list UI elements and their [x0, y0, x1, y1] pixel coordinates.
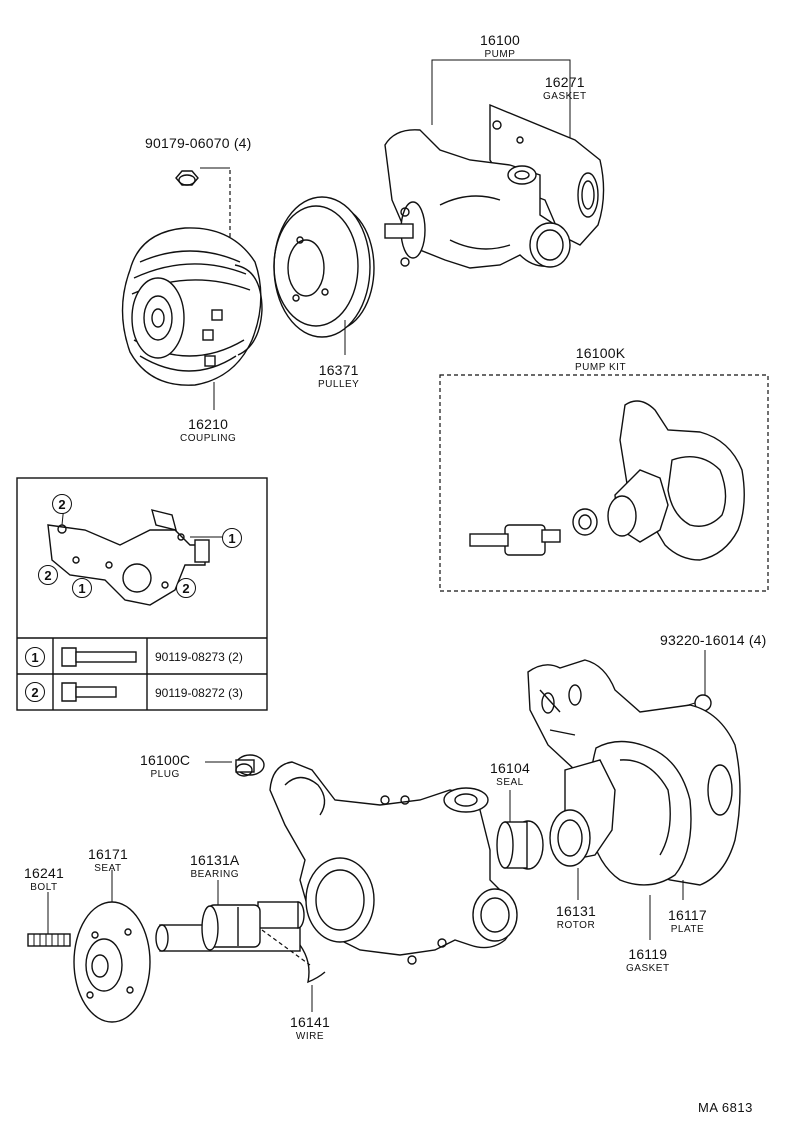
- part-number: 16171: [88, 846, 128, 862]
- label-plate: 16117 PLATE: [668, 907, 707, 935]
- part-number: 16100K: [575, 345, 626, 361]
- label-rotor: 16131 ROTOR: [556, 903, 596, 931]
- part-name: BEARING: [190, 869, 239, 880]
- marker-two: 2: [52, 494, 72, 514]
- table-row-marker: 1: [25, 647, 45, 667]
- label-bolt: 16241 BOLT: [24, 865, 64, 893]
- diagram-code: MA 6813: [698, 1100, 753, 1115]
- part-number: 16371: [318, 362, 359, 378]
- label-90179: 90179-06070 (4): [145, 135, 252, 151]
- part-number: 16210: [188, 416, 229, 432]
- table-row-marker: 2: [25, 682, 45, 702]
- part-number: 16131: [556, 903, 596, 919]
- part-number: 16100: [480, 32, 520, 48]
- seat-drawing: [73, 870, 151, 1023]
- pump-kit-box: [439, 374, 769, 592]
- label-wire: 16141 WIRE: [290, 1014, 330, 1042]
- marker-one: 1: [222, 528, 242, 548]
- part-number: 16131A: [190, 852, 240, 868]
- label-pump: 16100 PUMP: [480, 32, 520, 60]
- wire-drawing: [261, 929, 326, 1012]
- part-number: 16141: [290, 1014, 330, 1030]
- part-name: BOLT: [30, 882, 58, 893]
- label-pump-kit: 16100K PUMP KIT: [575, 345, 626, 373]
- part-name: GASKET: [543, 91, 587, 102]
- label-seal: 16104 SEAL: [490, 760, 530, 788]
- plate-gasket-drawing: [527, 659, 741, 940]
- label-plug: 16100C PLUG: [140, 752, 190, 780]
- bearing-drawing: [155, 880, 305, 952]
- part-number: 16241: [24, 865, 64, 881]
- part-name: PULLEY: [318, 379, 360, 390]
- label-gasket-lower: 16119 GASKET: [626, 946, 670, 974]
- pump-drawing: [384, 103, 605, 269]
- plug-drawing: [205, 754, 265, 777]
- bolt-drawing: [27, 892, 71, 947]
- pump-body-drawing: [269, 761, 518, 965]
- part-number: 16117: [668, 907, 707, 923]
- label-gasket-top: 16271 GASKET: [543, 74, 587, 102]
- label-93220: 93220-16014 (4): [660, 632, 767, 648]
- nut-90179-drawing: [175, 167, 231, 262]
- pump-leader: [431, 59, 571, 140]
- label-leaders: [213, 320, 346, 410]
- stud-93220-drawing: [664, 650, 712, 713]
- label-seat: 16171 SEAT: [88, 846, 128, 874]
- part-number: 16100C: [140, 752, 191, 768]
- part-name: SEAL: [496, 777, 524, 788]
- part-name: PUMP: [484, 49, 516, 60]
- part-number: 16119: [628, 946, 668, 962]
- part-name: WIRE: [295, 1031, 325, 1042]
- part-name: COUPLING: [180, 433, 237, 444]
- part-number: 16271: [544, 74, 585, 90]
- part-name: PLUG: [150, 769, 180, 780]
- marker-two: 2: [38, 565, 58, 585]
- label-coupling: 16210 COUPLING: [180, 416, 236, 444]
- part-name: SEAT: [94, 863, 122, 874]
- bolt-inset: [16, 477, 268, 711]
- part-name: ROTOR: [556, 920, 596, 931]
- pulley-drawing: [273, 196, 375, 338]
- part-name: PUMP KIT: [575, 362, 627, 373]
- label-pulley: 16371 PULLEY: [318, 362, 359, 390]
- seal-drawing: [496, 790, 544, 870]
- table-row-part: 90119-08273 (2): [155, 650, 243, 664]
- label-bearing: 16131A BEARING: [190, 852, 239, 880]
- marker-one: 1: [72, 578, 92, 598]
- part-number: 16104: [490, 760, 530, 776]
- marker-two: 2: [176, 578, 196, 598]
- part-name: PLATE: [670, 924, 705, 935]
- table-row-part: 90119-08272 (3): [155, 686, 243, 700]
- coupling-drawing: [121, 227, 263, 386]
- part-name: GASKET: [626, 963, 670, 974]
